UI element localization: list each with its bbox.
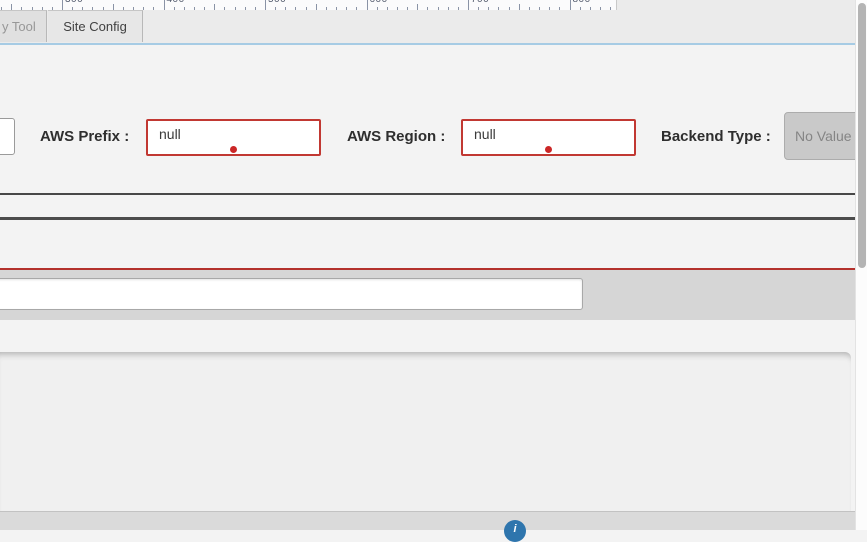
ruler-tick xyxy=(599,7,601,10)
ruler-tick xyxy=(447,7,449,10)
tab-site-config-label: Site Config xyxy=(63,19,127,34)
ruler-tick xyxy=(21,7,23,10)
ruler-tick xyxy=(265,0,266,10)
tab-bar: y Tool Site Config xyxy=(0,10,855,43)
ruler-label: 400 xyxy=(167,0,185,5)
ruler-tick xyxy=(376,7,378,10)
ruler-tick xyxy=(518,4,520,10)
divider-line-middle xyxy=(0,217,855,220)
ruler-tick xyxy=(539,7,541,10)
ruler-tick xyxy=(214,4,216,10)
ruler-tick xyxy=(51,7,53,10)
ruler-tick xyxy=(559,7,561,10)
ruler-tick xyxy=(254,7,256,10)
ruler-label: 800 xyxy=(573,0,591,5)
content-panel xyxy=(0,352,851,511)
ruler-tick xyxy=(41,7,43,10)
ruler-tick xyxy=(102,7,104,10)
tab-tool-label: y Tool xyxy=(2,19,36,34)
divider-line-top xyxy=(0,193,855,195)
ruler-label: 700 xyxy=(471,0,489,5)
ruler-tick xyxy=(305,7,307,10)
ruler-tick xyxy=(31,7,33,10)
tab-accent-line xyxy=(0,43,855,45)
ruler-tick xyxy=(153,7,155,10)
ruler-tick xyxy=(336,7,338,10)
ruler-tick xyxy=(417,4,419,10)
ruler-tick xyxy=(133,7,135,10)
ruler-tick xyxy=(610,7,612,10)
ruler-tick xyxy=(82,7,84,10)
ruler-tick xyxy=(295,7,297,10)
info-icon[interactable]: i xyxy=(504,520,526,542)
ruler-tick xyxy=(122,7,124,10)
ruler-tick xyxy=(11,4,13,10)
ruler-tick xyxy=(498,7,500,10)
bottom-bar xyxy=(0,511,855,530)
aws-prefix-field-wrap xyxy=(146,119,321,156)
ruler-tick xyxy=(366,0,368,10)
ruler-tick xyxy=(143,7,145,10)
ruler-tick xyxy=(579,7,581,10)
ruler-tick xyxy=(437,7,439,10)
ruler-tick xyxy=(346,7,348,10)
ruler-tick xyxy=(589,7,591,10)
ruler-tick xyxy=(386,7,388,10)
ruler-tick xyxy=(396,7,398,10)
long-text-input[interactable] xyxy=(0,278,583,310)
aws-prefix-label: AWS Prefix : xyxy=(40,128,130,145)
header: 300 400 500 600 700 800 y Tool Site Config xyxy=(0,0,855,45)
ruler-label: 600 xyxy=(370,0,388,5)
ruler-tick xyxy=(488,7,490,10)
ruler-tick xyxy=(224,7,226,10)
ruler-tick xyxy=(173,7,175,10)
ruler-tick xyxy=(163,0,165,10)
ruler-tick xyxy=(549,7,551,10)
ruler-tick xyxy=(234,7,236,10)
aws-prefix-input[interactable] xyxy=(146,119,321,156)
ruler-tick xyxy=(1,7,3,10)
ruler-tick xyxy=(183,7,185,10)
aws-region-label: AWS Region : xyxy=(347,128,446,145)
backend-type-label: Backend Type : xyxy=(661,128,771,145)
backend-type-value: No Value xyxy=(795,128,852,144)
ruler-tick xyxy=(478,7,480,10)
ruler-tick xyxy=(193,7,195,10)
ruler-label: 300 xyxy=(65,0,83,5)
ruler-tick xyxy=(275,7,277,10)
ruler-tick xyxy=(72,7,74,10)
ruler-tick xyxy=(468,0,469,10)
ruler-label: 500 xyxy=(268,0,286,5)
ruler-tick xyxy=(204,7,206,10)
divider-line-red xyxy=(0,268,855,270)
ruler-tick xyxy=(457,7,459,10)
ruler-tick xyxy=(244,7,246,10)
ruler-tick xyxy=(285,7,287,10)
backend-type-select[interactable]: No Value xyxy=(784,112,867,160)
info-icon-glyph: i xyxy=(513,523,517,535)
scrollbar-thumb[interactable] xyxy=(858,3,866,268)
ruler-tick xyxy=(112,4,114,10)
ruler-tick xyxy=(407,7,409,10)
ruler-tick xyxy=(62,0,63,10)
vertical-scrollbar[interactable] xyxy=(855,0,867,530)
ruler-tick xyxy=(92,7,94,10)
ruler-tick xyxy=(508,7,510,10)
aws-region-input[interactable] xyxy=(461,119,636,156)
aws-region-field-wrap xyxy=(461,119,636,156)
ruler-tick xyxy=(569,0,571,10)
tab-site-config[interactable]: Site Config xyxy=(48,10,143,42)
ruler-tick xyxy=(315,4,317,10)
ruler-tick xyxy=(427,7,429,10)
ruler: 300 400 500 600 700 800 xyxy=(0,0,617,10)
ruler-tick xyxy=(325,7,327,10)
left-cutoff-input[interactable] xyxy=(0,118,15,155)
ruler-tick xyxy=(356,7,358,10)
ruler-tick xyxy=(528,7,530,10)
tab-tool[interactable]: y Tool xyxy=(0,10,47,42)
